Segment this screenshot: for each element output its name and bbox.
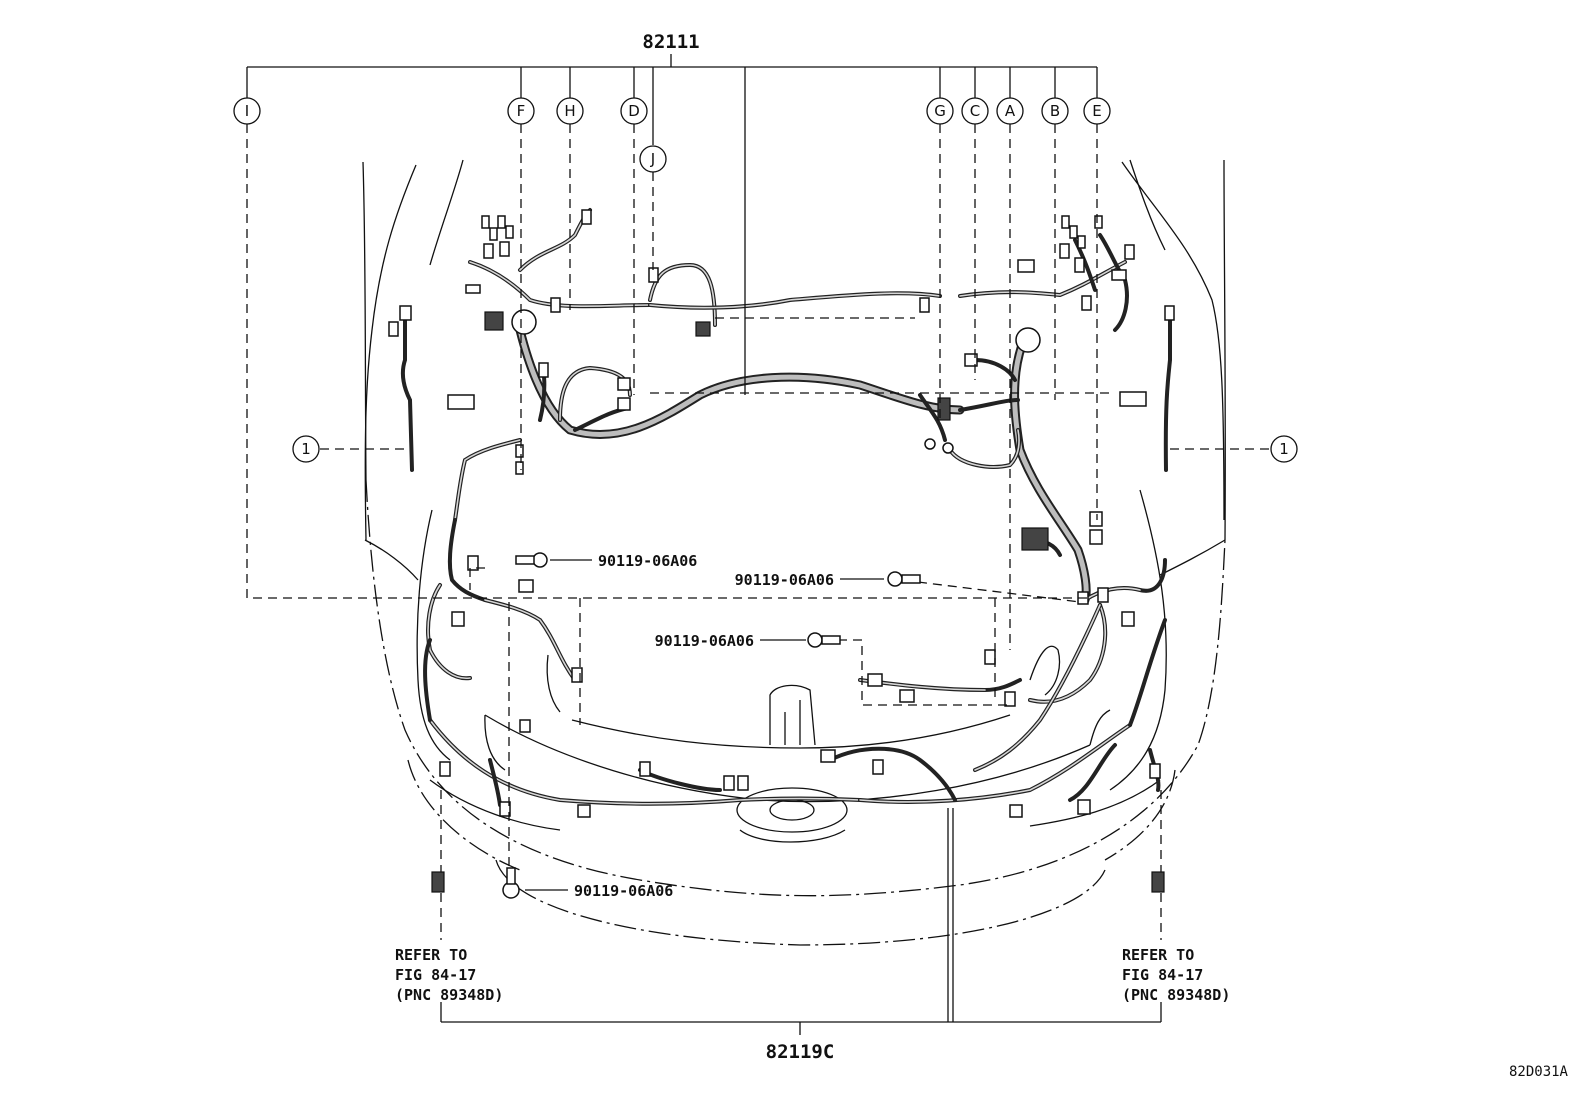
svg-text:C: C: [970, 102, 980, 120]
main-harness-82111: [400, 208, 1172, 704]
part-number-82111: 82111: [642, 31, 699, 53]
bolt-part-number: 90119-06A06: [655, 632, 754, 650]
callout-G: G: [926, 97, 954, 125]
callout-A: A: [996, 97, 1024, 125]
svg-text:A: A: [1005, 102, 1016, 120]
part-number-82119C: 82119C: [766, 1041, 835, 1063]
connectors: [388, 209, 1175, 893]
svg-text:J: J: [650, 150, 655, 168]
callout-H: H: [556, 97, 584, 125]
svg-text:1: 1: [1279, 440, 1289, 458]
svg-text:E: E: [1092, 102, 1101, 120]
bolt-icon: [887, 571, 921, 587]
part-labels: 82111 82119C 90119-06A06 90119-06A06 901…: [574, 31, 834, 1063]
svg-text:H: H: [564, 102, 575, 120]
callout-1-left: 1: [292, 435, 320, 463]
bolt-part-number: 90119-06A06: [598, 552, 697, 570]
bolt-part-number: 90119-06A06: [574, 882, 673, 900]
svg-text:G: G: [934, 102, 946, 120]
svg-text:B: B: [1050, 102, 1060, 120]
svg-text:F: F: [517, 102, 526, 120]
callout-D: D: [620, 97, 648, 125]
bolt-icon: [515, 552, 548, 568]
svg-text:1: 1: [301, 440, 311, 458]
callout-B: B: [1041, 97, 1069, 125]
callouts: I F H D J G C A: [233, 97, 1298, 463]
svg-text:D: D: [628, 102, 640, 120]
refer-note-left: REFER TO FIG 84-17 (PNC 89348D): [395, 946, 503, 1004]
svg-text:FIG 84-17: FIG 84-17: [395, 966, 476, 984]
svg-text:REFER TO: REFER TO: [395, 946, 467, 964]
bolt-part-number: 90119-06A06: [735, 571, 834, 589]
svg-text:REFER TO: REFER TO: [1122, 946, 1194, 964]
bolt-icon: [502, 867, 520, 899]
figure-code: 82D031A: [1509, 1064, 1569, 1080]
svg-text:FIG 84-17: FIG 84-17: [1122, 966, 1203, 984]
bolt-icon: [807, 632, 841, 648]
svg-text:I: I: [245, 102, 249, 120]
svg-text:(PNC 89348D): (PNC 89348D): [1122, 986, 1230, 1004]
callout-E: E: [1083, 97, 1111, 125]
callout-F: F: [507, 97, 535, 125]
leader-lines: [246, 54, 1270, 1035]
svg-text:(PNC 89348D): (PNC 89348D): [395, 986, 503, 1004]
callout-J: J: [639, 145, 667, 173]
refer-note-right: REFER TO FIG 84-17 (PNC 89348D): [1122, 946, 1230, 1004]
callout-C: C: [961, 97, 989, 125]
callout-1-right: 1: [1270, 435, 1298, 463]
lower-harness-82119C: [423, 603, 1167, 807]
bolts: [502, 552, 921, 899]
callout-I: I: [233, 97, 261, 125]
